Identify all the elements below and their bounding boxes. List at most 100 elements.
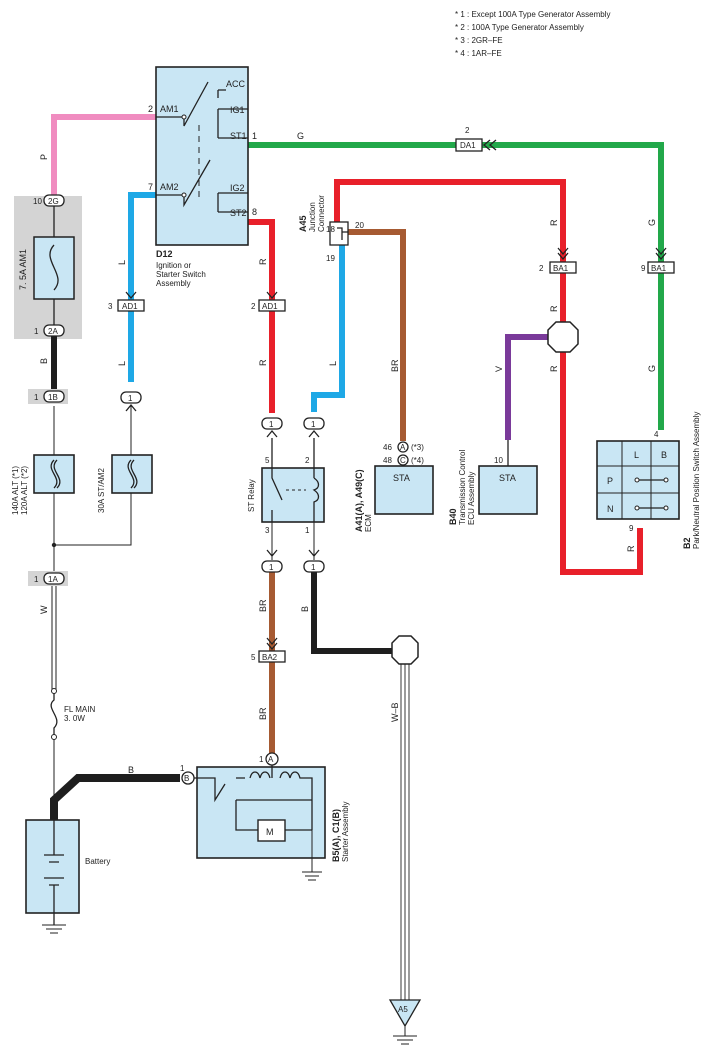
wire-pink-am1 bbox=[51, 114, 156, 195]
label-r-4: R bbox=[549, 305, 559, 312]
svg-text:P: P bbox=[607, 476, 613, 486]
wire-blue-am2 bbox=[128, 192, 156, 382]
motor-label: M bbox=[266, 827, 274, 837]
connector-relay-top-right: 1 bbox=[303, 417, 325, 438]
svg-text:AD1: AD1 bbox=[122, 302, 138, 311]
wire-black-battery-starter bbox=[50, 774, 180, 820]
fuse-alt-label-2: 120A ALT (*2) bbox=[20, 466, 29, 515]
ground-a5: A5 bbox=[388, 999, 422, 1045]
svg-text:10: 10 bbox=[494, 456, 503, 465]
svg-text:2: 2 bbox=[465, 126, 470, 135]
label-g-2: G bbox=[647, 219, 657, 226]
note-3: * 3 : 2GR–FE bbox=[455, 36, 503, 45]
term-am2: AM2 bbox=[160, 182, 179, 192]
svg-text:3: 3 bbox=[108, 302, 113, 311]
label-b-1: B bbox=[39, 358, 49, 364]
connector-1-left: 1 bbox=[120, 391, 142, 412]
transmission-ecu: 10 STA B40 Transmission Control ECU Asse… bbox=[448, 440, 538, 525]
fuse-alt-label-1: 140A ALT (*1) bbox=[11, 466, 20, 515]
ignition-switch-id: D12 bbox=[156, 249, 173, 259]
svg-text:9: 9 bbox=[641, 264, 646, 273]
ecm-terminal: STA bbox=[393, 473, 410, 483]
ignition-switch-name-3: Assembly bbox=[156, 279, 191, 288]
fusible-link-main: FL MAIN 3. 0W bbox=[50, 688, 95, 740]
label-l-1: L bbox=[117, 260, 127, 265]
svg-text:ECU Assembly: ECU Assembly bbox=[467, 472, 476, 525]
wire-green-st1 bbox=[248, 142, 664, 430]
connector-da1: DA1 2 bbox=[455, 126, 497, 152]
pin-am2: 7 bbox=[148, 182, 153, 192]
svg-text:B: B bbox=[184, 774, 189, 783]
svg-text:1: 1 bbox=[311, 420, 316, 429]
svg-text:46: 46 bbox=[383, 443, 392, 452]
splice-junction bbox=[547, 321, 579, 353]
ignition-switch-name-2: Starter Switch bbox=[156, 270, 206, 279]
svg-text:A: A bbox=[400, 443, 406, 452]
pin-st2: 8 bbox=[252, 207, 257, 217]
label-r-6: R bbox=[626, 545, 636, 552]
svg-text:2G: 2G bbox=[48, 197, 59, 206]
svg-text:1: 1 bbox=[269, 420, 274, 429]
svg-text:10: 10 bbox=[33, 197, 42, 206]
svg-text:BA1: BA1 bbox=[651, 264, 667, 273]
svg-text:1B: 1B bbox=[48, 393, 58, 402]
fuse-am1-label: 7. 5A AM1 bbox=[18, 249, 28, 290]
label-br-1: BR bbox=[390, 359, 400, 372]
term-ig2: IG2 bbox=[230, 183, 245, 193]
svg-text:2: 2 bbox=[305, 456, 310, 465]
ecm: A C 46 48 (*3) (*4) STA A41(A), A49(C) E… bbox=[354, 441, 434, 532]
battery: Battery bbox=[25, 819, 110, 934]
park-neutral-switch: L B P N 4 9 B2 Park/Neutral Position Swi… bbox=[596, 412, 701, 549]
junction-connector-a45: 18 19 20 A45 Junction Connector bbox=[298, 195, 364, 263]
svg-text:3: 3 bbox=[265, 526, 270, 535]
label-r-1: R bbox=[258, 258, 268, 265]
svg-text:Starter Assembly: Starter Assembly bbox=[341, 802, 350, 862]
connector-2a: 2A 1 bbox=[34, 324, 65, 337]
label-br-3: BR bbox=[258, 707, 268, 720]
wire-brown-ecm bbox=[348, 229, 406, 441]
wire-violet-b40 bbox=[505, 334, 548, 440]
battery-label: Battery bbox=[85, 857, 110, 866]
svg-text:A5: A5 bbox=[398, 1005, 408, 1014]
wire-red-junction bbox=[334, 179, 566, 322]
ignition-switch-name-1: Ignition or bbox=[156, 261, 191, 270]
svg-text:Park/Neutral Position Switch A: Park/Neutral Position Switch Assembly bbox=[692, 412, 701, 549]
svg-text:1: 1 bbox=[128, 394, 133, 403]
svg-text:A45: A45 bbox=[298, 215, 308, 232]
ignition-switch-body bbox=[155, 66, 249, 246]
svg-text:9: 9 bbox=[629, 524, 634, 533]
note-1: * 1 : Except 100A Type Generator Assembl… bbox=[455, 10, 611, 19]
fuse-st-label: 30A ST/AM2 bbox=[97, 468, 106, 513]
svg-text:B40: B40 bbox=[448, 508, 458, 525]
label-b-2: B bbox=[300, 606, 310, 612]
svg-text:Junction: Junction bbox=[308, 202, 317, 232]
label-r-5: R bbox=[549, 365, 559, 372]
label-w: W bbox=[39, 605, 49, 614]
label-br-2: BR bbox=[258, 599, 268, 612]
notes: * 1 : Except 100A Type Generator Assembl… bbox=[455, 10, 611, 58]
svg-text:C: C bbox=[400, 456, 406, 465]
svg-text:1: 1 bbox=[34, 575, 39, 584]
svg-text:Connector: Connector bbox=[317, 195, 326, 232]
wire-wb-a5 bbox=[400, 664, 410, 1000]
svg-text:ECM: ECM bbox=[364, 514, 373, 532]
svg-text:B: B bbox=[661, 450, 667, 460]
svg-text:B5(A), C1(B): B5(A), C1(B) bbox=[331, 809, 341, 862]
svg-text:2: 2 bbox=[539, 264, 544, 273]
svg-text:1A: 1A bbox=[48, 575, 58, 584]
svg-text:(*4): (*4) bbox=[411, 456, 424, 465]
svg-text:20: 20 bbox=[355, 221, 364, 230]
fuse-st-am2: 30A ST/AM2 bbox=[97, 454, 153, 513]
label-l-2: L bbox=[117, 361, 127, 366]
svg-text:48: 48 bbox=[383, 456, 392, 465]
fuse-am1: 7. 5A AM1 bbox=[18, 206, 75, 325]
st-relay: 5 2 3 1 ST Relay bbox=[247, 438, 325, 535]
term-st2: ST2 bbox=[230, 208, 247, 218]
st-relay-label: ST Relay bbox=[247, 479, 256, 512]
svg-text:5: 5 bbox=[265, 456, 270, 465]
svg-text:1: 1 bbox=[180, 764, 185, 773]
svg-text:(*3): (*3) bbox=[411, 443, 424, 452]
svg-text:1: 1 bbox=[34, 327, 39, 336]
wire-junction-st bbox=[54, 493, 132, 546]
